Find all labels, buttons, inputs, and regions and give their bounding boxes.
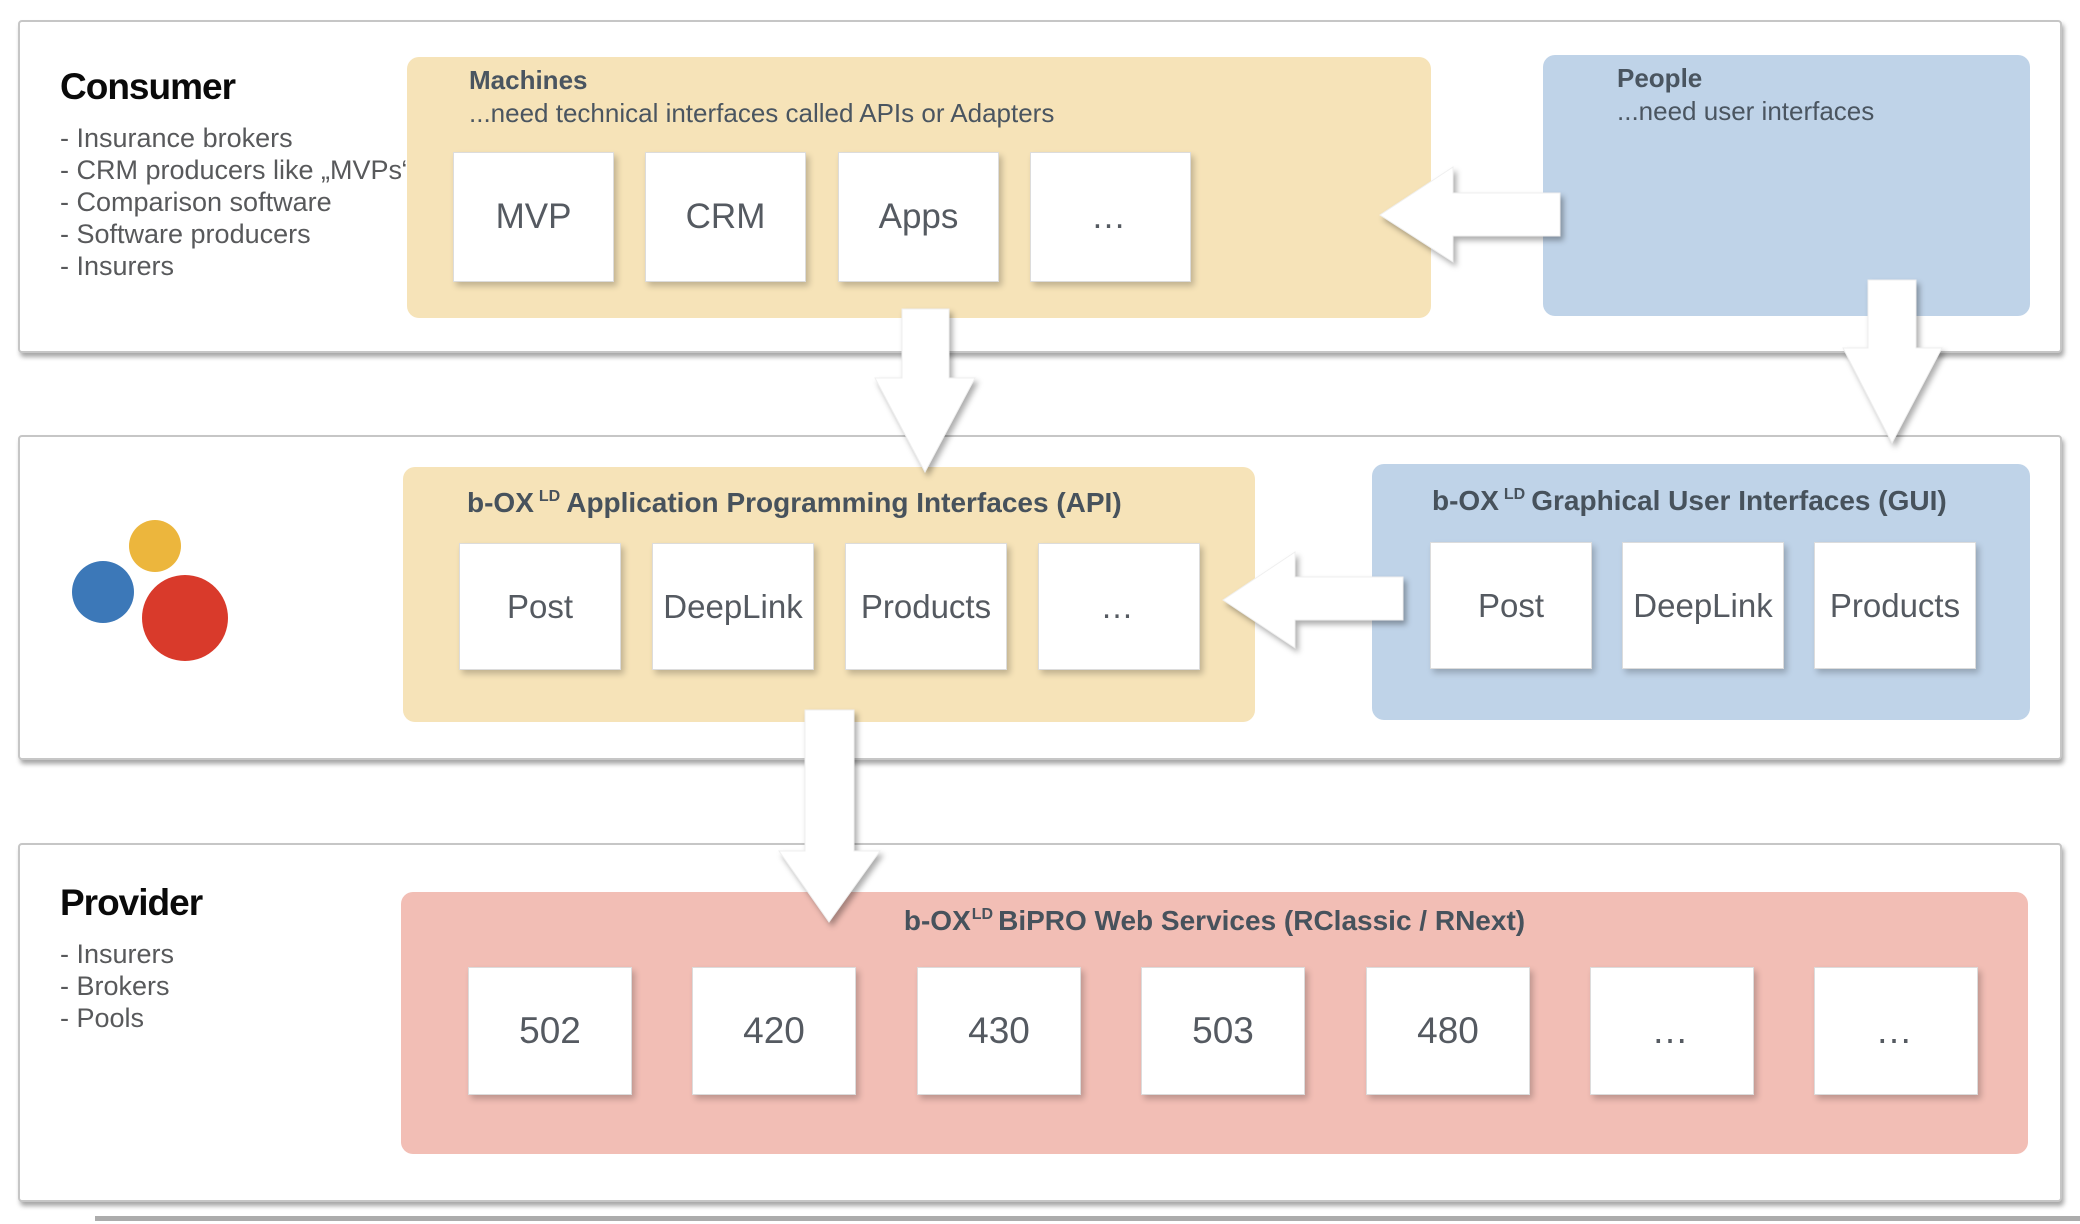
list-item: - Software producers xyxy=(60,219,311,249)
consumer-list: - Insurance brokers - CRM producers like… xyxy=(60,122,411,282)
people-title: People xyxy=(1617,63,1703,93)
service-box-deeplink: DeepLink xyxy=(652,543,814,670)
service-box-apps: Apps xyxy=(838,152,999,282)
machines-heading: Machines ...need technical interfaces ca… xyxy=(469,64,1054,130)
list-item: - Pools xyxy=(60,1003,145,1033)
service-box-more: … xyxy=(1030,152,1191,282)
brand-superscript: LD xyxy=(1503,485,1526,503)
list-item: - CRM producers like „MVPs“ xyxy=(60,155,412,185)
provider-list: - Insurers - Brokers - Pools xyxy=(60,938,174,1034)
list-item: - Comparison software xyxy=(60,187,332,217)
logo-circle-blue-icon xyxy=(72,561,134,623)
slide-bottom-edge xyxy=(95,1216,2080,1221)
service-box-more: … xyxy=(1814,967,1978,1095)
list-item: - Insurers xyxy=(60,939,175,969)
provider-heading: Provider xyxy=(60,882,203,923)
service-box-products: Products xyxy=(1814,542,1976,669)
logo-circle-yellow-icon xyxy=(129,520,181,572)
list-item: - Brokers xyxy=(60,971,170,1001)
people-heading: People ...need user interfaces xyxy=(1617,62,1874,128)
consumer-heading: Consumer xyxy=(60,66,236,107)
machines-subtitle: ...need technical interfaces called APIs… xyxy=(469,98,1055,128)
people-subtitle: ...need user interfaces xyxy=(1617,96,1875,126)
api-title-text: Application Programming Interfaces (API) xyxy=(566,487,1122,518)
service-box-more: … xyxy=(1038,543,1200,670)
brand-superscript: LD xyxy=(538,487,561,505)
gui-title-text: Graphical User Interfaces (GUI) xyxy=(1531,485,1947,516)
brand-text: b-OX xyxy=(903,905,971,936)
service-box-post: Post xyxy=(1430,542,1592,669)
list-item: - Insurers xyxy=(60,251,175,281)
service-box-crm: CRM xyxy=(645,152,806,282)
brand-text: b-OX xyxy=(1432,485,1499,516)
service-box-420: 420 xyxy=(692,967,856,1095)
list-item: - Insurance brokers xyxy=(60,123,293,153)
service-box-502: 502 xyxy=(468,967,632,1095)
service-box-430: 430 xyxy=(917,967,1081,1095)
machines-title: Machines xyxy=(469,65,588,95)
service-box-products: Products xyxy=(845,543,1007,670)
bipro-title-text: BiPRO Web Services (RClassic / RNext) xyxy=(998,905,1526,936)
logo-circle-red-icon xyxy=(142,575,228,661)
service-box-deeplink: DeepLink xyxy=(1622,542,1784,669)
service-box-480: 480 xyxy=(1366,967,1530,1095)
service-box-more: … xyxy=(1590,967,1754,1095)
brand-superscript: LD xyxy=(971,905,994,923)
service-box-503: 503 xyxy=(1141,967,1305,1095)
service-box-mvp: MVP xyxy=(453,152,614,282)
brand-text: b-OX xyxy=(467,487,534,518)
people-group-box xyxy=(1543,55,2030,316)
service-box-post: Post xyxy=(459,543,621,670)
